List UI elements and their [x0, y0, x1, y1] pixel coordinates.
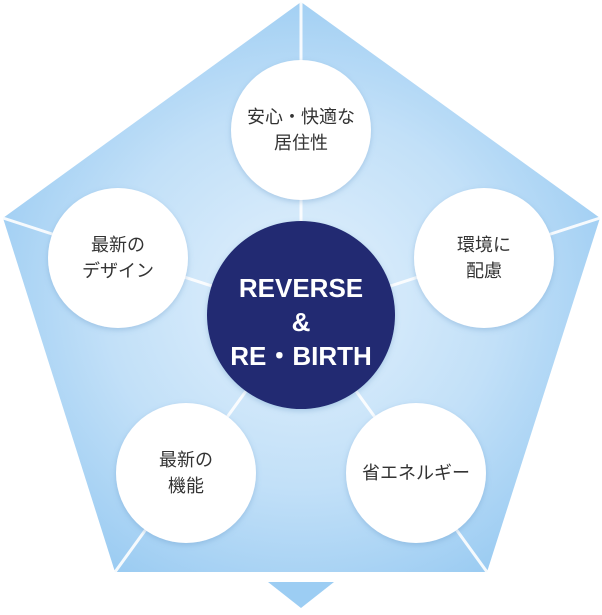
center-title-line3: RE・BIRTH — [230, 341, 372, 371]
center-circle — [207, 221, 395, 409]
node-label-line: 省エネルギー — [362, 463, 470, 484]
node-label-line: 最新の — [159, 450, 213, 471]
node-label-line: 機能 — [168, 476, 204, 497]
center-title-line1: REVERSE — [239, 273, 363, 303]
node-bottom-right: 省エネルギー — [346, 403, 486, 543]
node-label-line: 居住性 — [274, 133, 328, 154]
node-label-line: 安心・快適な — [247, 107, 355, 128]
node-label-line: 配慮 — [466, 261, 502, 282]
node-circle — [414, 188, 554, 328]
down-arrow-icon — [268, 582, 334, 608]
node-circle — [48, 188, 188, 328]
node-circle — [231, 60, 371, 200]
node-label-line: 環境に — [457, 235, 511, 256]
node-circle — [346, 403, 486, 543]
center-title-line2: & — [292, 307, 311, 337]
node-label-line: 最新の — [91, 235, 145, 256]
node-circle — [116, 403, 256, 543]
node-label-line: デザイン — [82, 261, 154, 282]
